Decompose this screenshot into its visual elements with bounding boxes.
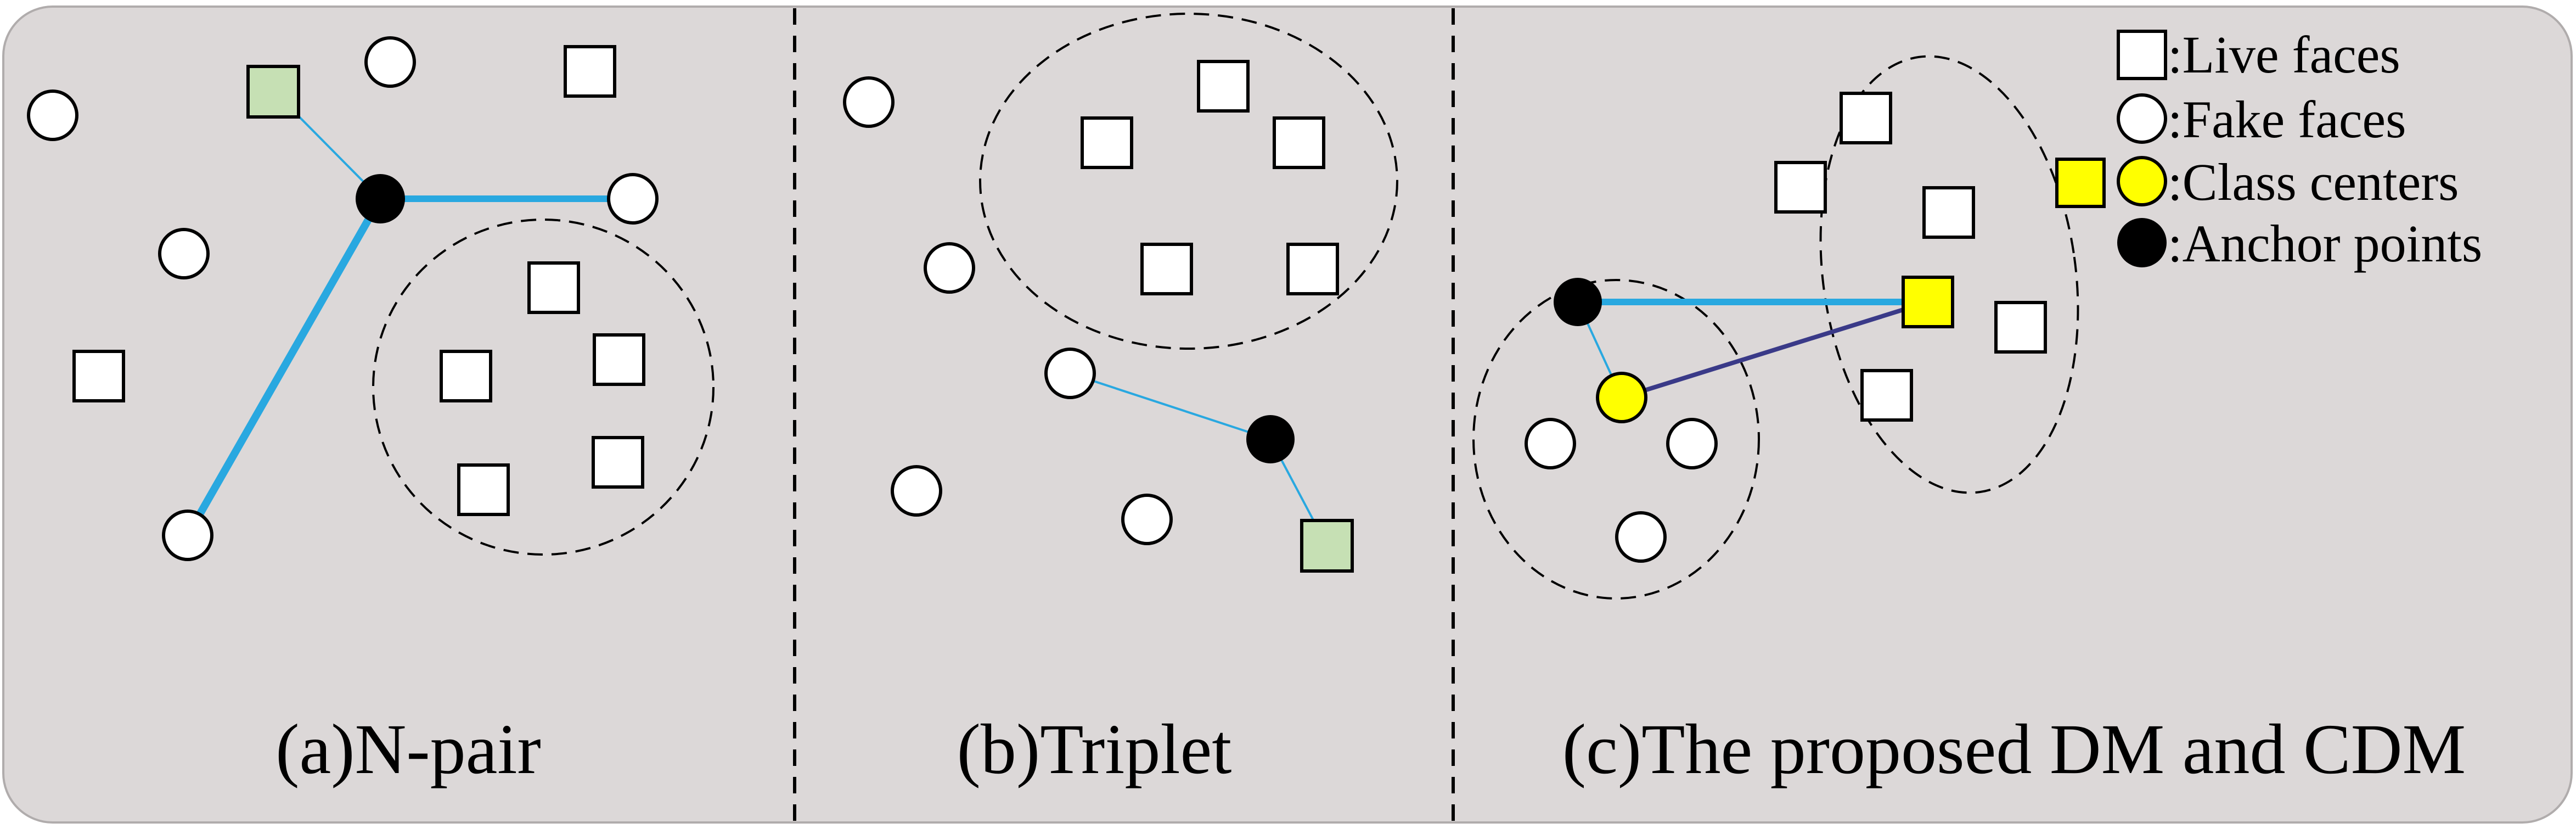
fake-class-center	[1596, 372, 1647, 423]
live-face	[1081, 116, 1133, 169]
live-face	[1922, 186, 1975, 239]
anchor-point	[1554, 278, 1602, 326]
fake-face	[1044, 348, 1096, 399]
legend-fake-face-icon	[2117, 93, 2167, 144]
live-cluster-boundary	[1819, 55, 2079, 494]
legend-live-center-icon	[2055, 158, 2106, 208]
fake-face	[843, 76, 895, 128]
panel-caption: (b)Triplet	[957, 710, 1232, 789]
live-face	[1286, 243, 1339, 295]
panel-dm-cdm: (c)The proposed DM and CDM	[1472, 55, 2466, 789]
legend-live-label: :Live faces	[2168, 25, 2400, 84]
fake-face	[1615, 511, 1667, 563]
live-face	[1994, 301, 2047, 354]
legend: :Live faces :Fake faces :Class centers :…	[2055, 25, 2482, 273]
positive-sample	[246, 65, 300, 119]
fake-face	[607, 173, 659, 225]
panel-caption: (c)The proposed DM and CDM	[1562, 710, 2466, 789]
fake-face	[158, 228, 210, 279]
live-face	[564, 45, 616, 98]
fake-face	[1121, 494, 1173, 545]
live-face	[1840, 92, 1892, 144]
legend-anchor-label: :Anchor points	[2168, 214, 2482, 273]
live-face	[527, 261, 580, 314]
live-face	[593, 333, 645, 386]
live-face	[1273, 116, 1325, 169]
panel-caption: (a)N-pair	[275, 710, 541, 789]
legend-centers-label: :Class centers	[2168, 153, 2459, 211]
panel-triplet: (b)Triplet	[843, 13, 1398, 789]
panel-n-pair: (a)N-pair	[27, 36, 715, 789]
fake-face	[364, 36, 416, 88]
legend-live-face-icon	[2117, 30, 2167, 80]
live-face	[440, 350, 492, 402]
live-face	[1140, 243, 1193, 295]
legend-fake-center-icon	[2117, 156, 2167, 206]
live-cluster-boundary	[372, 219, 715, 556]
live-face	[1774, 161, 1827, 214]
live-face	[457, 463, 510, 516]
live-face	[72, 350, 125, 402]
legend-fake-label: :Fake faces	[2168, 90, 2406, 149]
positive-sample	[1300, 519, 1354, 573]
fake-cluster-boundary	[1472, 279, 1760, 600]
push-line	[184, 197, 384, 538]
fake-face	[27, 89, 78, 141]
fake-face	[162, 510, 213, 561]
legend-anchor-icon	[2117, 218, 2167, 267]
anchor-point	[1246, 415, 1295, 463]
center-push-line	[1621, 300, 1929, 400]
live-face	[1860, 369, 1913, 422]
live-cluster-boundary	[979, 13, 1398, 350]
live-face	[592, 436, 644, 489]
fake-face	[891, 465, 942, 517]
live-class-center	[1902, 276, 1954, 328]
fake-face	[1666, 418, 1718, 469]
fake-face	[924, 242, 975, 294]
anchor-point	[356, 174, 405, 223]
live-face	[1197, 60, 1250, 113]
negative-line	[1070, 372, 1271, 440]
fake-face	[1525, 418, 1576, 469]
